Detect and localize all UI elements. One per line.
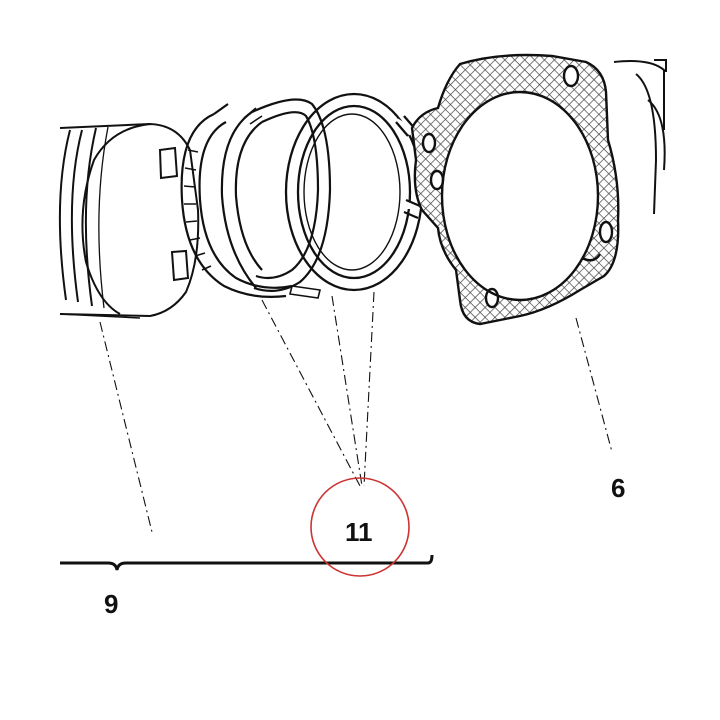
- highlight-circle: [310, 477, 410, 577]
- callout-label-9: 9: [104, 589, 119, 619]
- compression-ring-front: [284, 92, 424, 299]
- callout-label-6: 6: [611, 473, 626, 503]
- oil-control-ring: [180, 103, 293, 298]
- callout-label-11: 11: [345, 517, 373, 547]
- cylinder-head-fragment: [613, 59, 667, 215]
- cylinder-head-gasket: [410, 53, 620, 326]
- assembly-bracket: [60, 554, 434, 571]
- leader-lines: [99, 291, 613, 533]
- piston: [58, 122, 200, 319]
- compression-ring-middle: [220, 98, 332, 293]
